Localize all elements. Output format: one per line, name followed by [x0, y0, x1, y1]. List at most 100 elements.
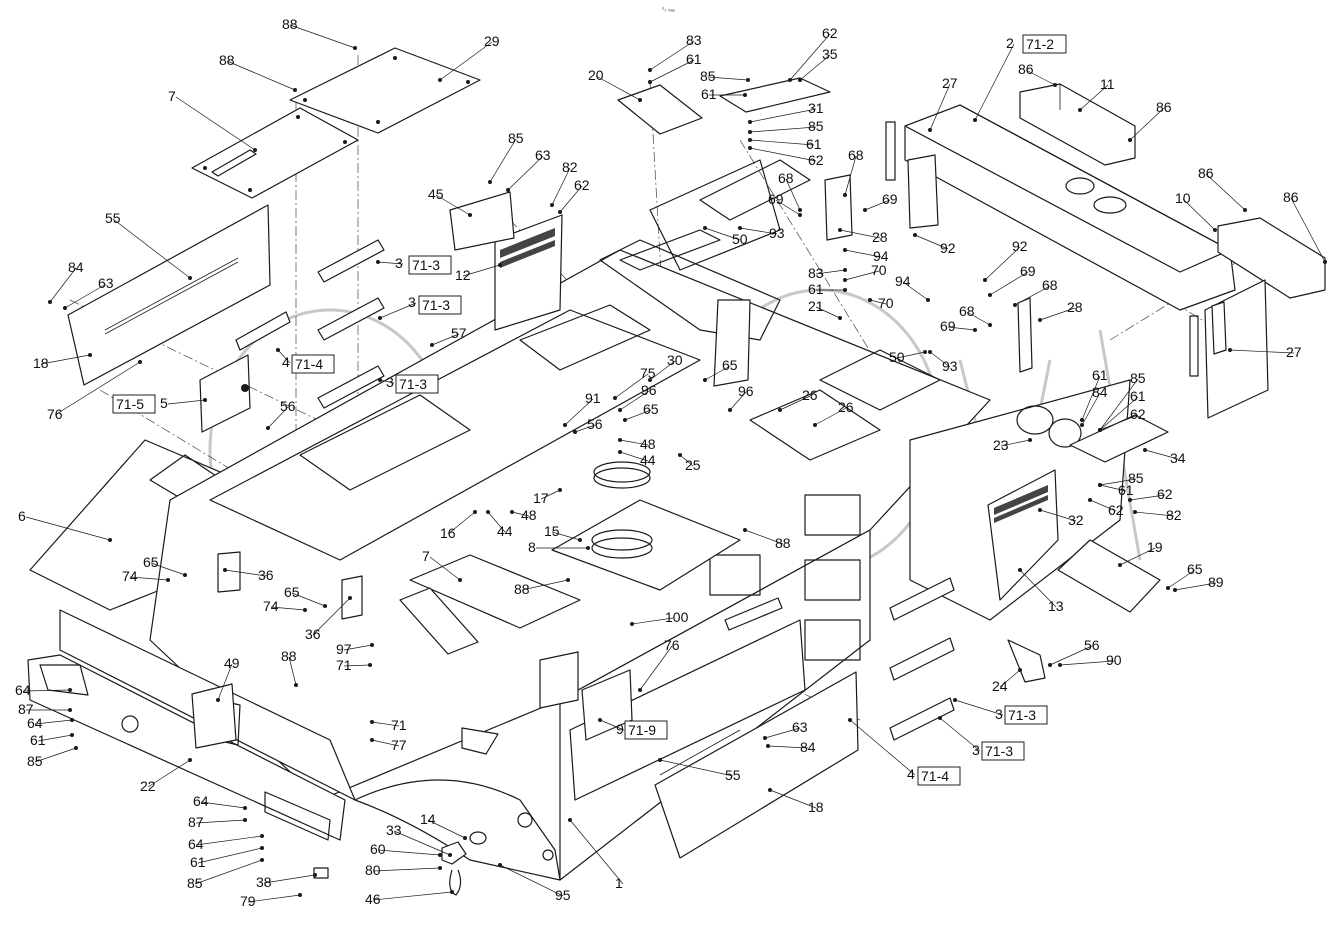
part-label-9: 9 — [616, 721, 624, 737]
fastener-dot — [1323, 260, 1327, 264]
part-label-12: 12 — [455, 267, 471, 283]
leader-line — [371, 739, 400, 747]
fastener-dot — [1080, 423, 1084, 427]
leader-line — [569, 819, 624, 885]
leader-line — [277, 349, 291, 364]
part-label-68: 68 — [848, 147, 864, 163]
bracket-24 — [1007, 639, 1046, 683]
part-label-27: 27 — [1286, 344, 1302, 360]
part-label-1: 1 — [615, 875, 623, 891]
fastener-dot — [923, 350, 927, 354]
fastener-dot — [566, 578, 570, 582]
part-label-61: 61 — [686, 51, 702, 67]
leader-line — [439, 41, 493, 81]
part-label-36: 36 — [305, 626, 321, 642]
part-label-93: 93 — [942, 358, 958, 374]
fastener-dot — [1038, 508, 1042, 512]
fastener-dot — [498, 263, 502, 267]
fastener-dot — [743, 528, 747, 532]
part-label-62: 62 — [1130, 406, 1146, 422]
fastener-dot — [243, 818, 247, 822]
part-label-100: 100 — [665, 609, 689, 625]
leader-line — [574, 424, 596, 433]
fastener-dot — [618, 450, 622, 454]
part-label-96: 96 — [641, 382, 657, 398]
fastener-dot — [438, 78, 442, 82]
fastener-dot — [74, 746, 78, 750]
part-label-87: 87 — [188, 814, 204, 830]
part-label-62: 62 — [822, 25, 838, 41]
reference-box-label: 71-3 — [985, 743, 1013, 759]
fastener-dot — [843, 248, 847, 252]
part-label-31: 31 — [808, 100, 824, 116]
leader-line — [1059, 660, 1115, 666]
fastener-dot — [1098, 483, 1102, 487]
fastener-dot — [216, 698, 220, 702]
part-label-86: 86 — [1198, 165, 1214, 181]
part-label-8: 8 — [528, 539, 536, 555]
fastener-dot — [798, 78, 802, 82]
leader-line — [377, 849, 441, 856]
part-label-71: 71 — [391, 717, 407, 733]
leader-line — [679, 454, 694, 467]
plate-35 — [719, 77, 831, 113]
fastener-dot — [488, 180, 492, 184]
leader-line — [1167, 569, 1196, 589]
leader-line — [984, 246, 1021, 281]
fastener-dot — [988, 293, 992, 297]
part-label-30: 30 — [667, 352, 683, 368]
part-label-79: 79 — [240, 893, 256, 909]
part-label-3: 3 — [395, 255, 403, 271]
part-label-5: 5 — [160, 395, 168, 411]
part-label-61: 61 — [808, 281, 824, 297]
part-label-84: 84 — [68, 259, 84, 275]
leader-line — [167, 399, 206, 405]
part-label-62: 62 — [808, 152, 824, 168]
part-label-94: 94 — [873, 248, 889, 264]
part-label-62: 62 — [574, 177, 590, 193]
leader-line — [25, 516, 111, 541]
fastener-dot — [586, 546, 590, 550]
part-label-20: 20 — [588, 67, 604, 83]
leader-line — [427, 819, 466, 839]
leader-line — [217, 663, 233, 701]
leader-line — [1290, 197, 1326, 263]
part-label-61: 61 — [190, 854, 206, 870]
part-label-97: 97 — [336, 641, 352, 657]
leader-line — [200, 801, 246, 809]
fastener-dot — [618, 408, 622, 412]
part-label-44: 44 — [497, 523, 513, 539]
leader-line — [844, 155, 857, 196]
part-label-45: 45 — [428, 186, 444, 202]
part-label-88: 88 — [219, 52, 235, 68]
part-label-74: 74 — [263, 598, 279, 614]
fastener-dot — [550, 203, 554, 207]
fastener-dot — [648, 80, 652, 84]
leader-line — [1205, 173, 1246, 211]
fastener-dot — [746, 78, 750, 82]
part-label-35: 35 — [822, 46, 838, 62]
fastener-dot — [70, 733, 74, 737]
fastener-dot — [658, 758, 662, 762]
leader-line — [974, 43, 1015, 121]
part-label-10: 10 — [1175, 190, 1191, 206]
part-label-34: 34 — [1170, 450, 1186, 466]
leader-line — [447, 511, 476, 535]
part-label-64: 64 — [15, 682, 31, 698]
part-label-18: 18 — [33, 355, 49, 371]
fastener-dot — [678, 453, 682, 457]
fastener-dot — [598, 718, 602, 722]
part-label-96: 96 — [738, 383, 754, 399]
box-10 — [1217, 217, 1326, 299]
part-label-38: 38 — [256, 874, 272, 890]
leader-line — [559, 185, 583, 213]
fastener-dot — [243, 806, 247, 810]
part-label-24: 24 — [992, 678, 1008, 694]
part-label-85: 85 — [700, 68, 716, 84]
fastener-dot — [298, 893, 302, 897]
fastener-dot — [223, 568, 227, 572]
leader-line — [639, 645, 673, 691]
part-label-95: 95 — [555, 887, 571, 903]
part-label-17: 17 — [533, 490, 549, 506]
part-label-7: 7 — [422, 548, 430, 564]
